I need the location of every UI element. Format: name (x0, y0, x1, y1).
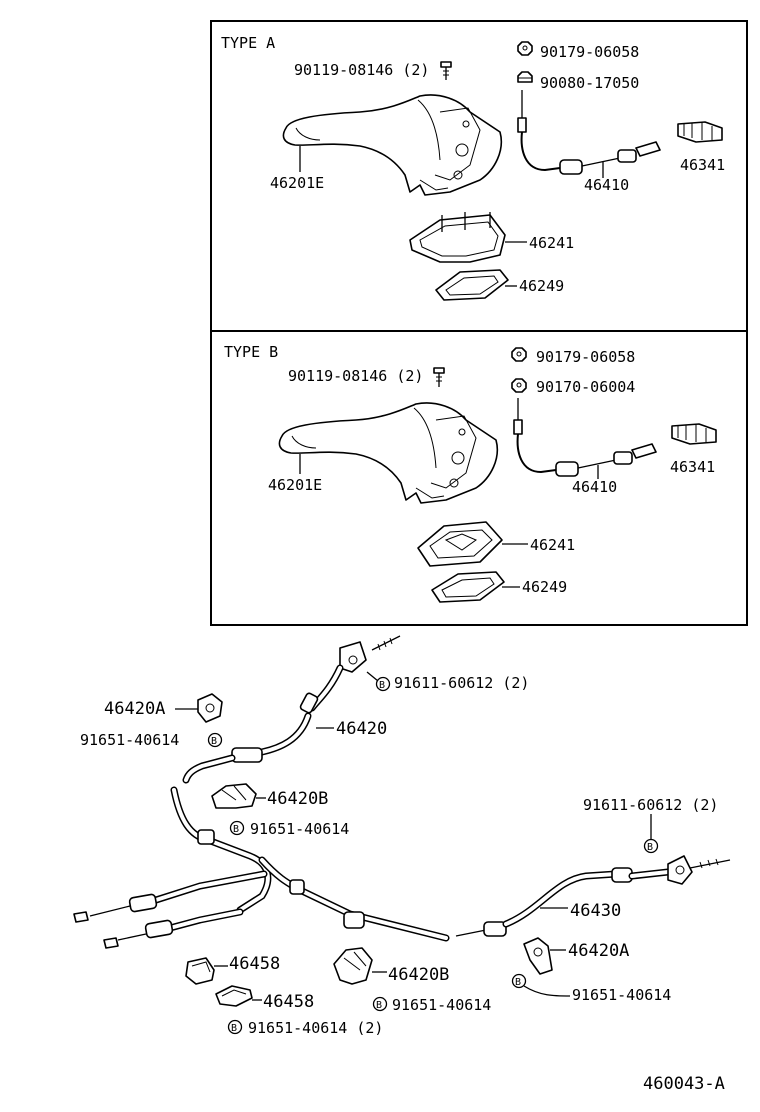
type-b-lever-label: 46201E (268, 476, 322, 494)
type-b-cover-icon (417, 521, 503, 567)
clip-46458-1-icon (185, 957, 215, 985)
bolt-b-low-left-badge: B (227, 1019, 243, 1035)
clamp-46420b-top-label: 46420B (267, 789, 328, 809)
svg-text:B: B (231, 1023, 237, 1034)
bolt-b-right-badge: B (643, 838, 659, 854)
type-b-boot-icon (431, 571, 505, 603)
clip-46458-1-label: 46458 (229, 954, 280, 974)
type-a-cover-label: 46241 (529, 234, 574, 252)
type-b-cable-label: 46410 (572, 478, 617, 496)
bolt-mid-label: 91651-40614 (250, 820, 349, 838)
svg-text:B: B (376, 1000, 382, 1011)
clamp-46420b-low-icon (333, 947, 373, 985)
svg-text:B: B (515, 977, 521, 988)
type-b-nut2-label: 90170-06004 (536, 378, 635, 396)
type-a-boot-icon (435, 269, 509, 301)
bracket-46420a-right-label: 46420A (568, 941, 629, 961)
clip-46458-2-icon (215, 985, 253, 1007)
bolt-right-low-label: 91651-40614 (572, 986, 671, 1004)
type-b-panel: TYPE B 90119-08146 (2) 90179-06058 90170… (224, 343, 717, 603)
bolt-right-label: 91611-60612 (2) (583, 796, 718, 814)
type-a-boot-label: 46249 (519, 277, 564, 295)
type-a-nut2-label: 90080-17050 (540, 74, 639, 92)
type-a-nut2-icon (517, 71, 533, 83)
front-cable-label: 46420 (336, 719, 387, 739)
bracket-46420a-left-icon (197, 693, 223, 723)
type-a-nut1-label: 90179-06058 (540, 43, 639, 61)
type-a-cover-icon (409, 212, 506, 263)
bolt-b-right-low-badge: B (511, 973, 527, 989)
bolt-b-low-mid-badge: B (372, 996, 388, 1012)
type-frame (210, 20, 748, 626)
rear-cable-right-label: 46430 (570, 901, 621, 921)
type-a-bolt-label: 90119-08146 (2) (294, 61, 429, 79)
type-b-clip-label: 46341 (670, 458, 715, 476)
type-a-clip-icon (677, 121, 723, 143)
front-cable-46420-icon (182, 635, 401, 784)
svg-text:B: B (647, 842, 653, 853)
type-b-boot-label: 46249 (522, 578, 567, 596)
type-a-lever-icon (282, 94, 502, 196)
type-b-nut2-icon (511, 378, 527, 393)
bracket-46420a-right-icon (523, 937, 553, 975)
type-b-cable-icon (513, 398, 657, 477)
type-b-clip-icon (671, 423, 717, 445)
type-a-lever-label: 46201E (270, 174, 324, 192)
type-b-bolt-icon (433, 367, 445, 387)
rear-cable-left-icon (73, 786, 450, 949)
bracket-46420a-left-label: 46420A (104, 699, 165, 719)
type-a-panel: TYPE A 90119-08146 (2) 90179-06058 90080… (221, 34, 725, 301)
type-b-cover-label: 46241 (530, 536, 575, 554)
bolt-left-label: 91651-40614 (80, 731, 179, 749)
svg-text:B: B (233, 824, 239, 835)
type-a-nut1-icon (517, 41, 533, 56)
svg-text:B: B (211, 736, 217, 747)
clip-46458-2-label: 46458 (263, 992, 314, 1012)
clamp-46420b-low-label: 46420B (388, 965, 449, 985)
svg-text:B: B (379, 680, 385, 691)
diagram-id: 460043-A (643, 1074, 725, 1094)
type-b-title: TYPE B (224, 343, 278, 361)
type-b-nut1-icon (511, 347, 527, 362)
type-a-bolt-icon (440, 61, 452, 80)
type-b-lever-icon (278, 402, 498, 504)
type-a-title: TYPE A (221, 34, 275, 52)
bolt-low-left-label: 91651-40614 (2) (248, 1019, 383, 1037)
bolt-b-top-badge: B (375, 676, 391, 692)
lower-cable-assembly: 46420 46420A B 91651-40614 B 91611-60612… (73, 635, 731, 1037)
type-a-cable-label: 46410 (584, 176, 629, 194)
clamp-46420b-top-icon (211, 783, 257, 809)
type-a-clip-label: 46341 (680, 156, 725, 174)
type-b-nut1-label: 90179-06058 (536, 348, 635, 366)
bolt-low-mid-label: 91651-40614 (392, 996, 491, 1014)
type-b-bolt-label: 90119-08146 (2) (288, 367, 423, 385)
bolt-b-left-badge: B (207, 732, 223, 748)
bolt-top-label: 91611-60612 (2) (394, 674, 529, 692)
bolt-b-mid-badge: B (229, 820, 245, 836)
type-a-cable-icon (517, 90, 661, 175)
rear-cable-46430-icon (455, 855, 731, 937)
